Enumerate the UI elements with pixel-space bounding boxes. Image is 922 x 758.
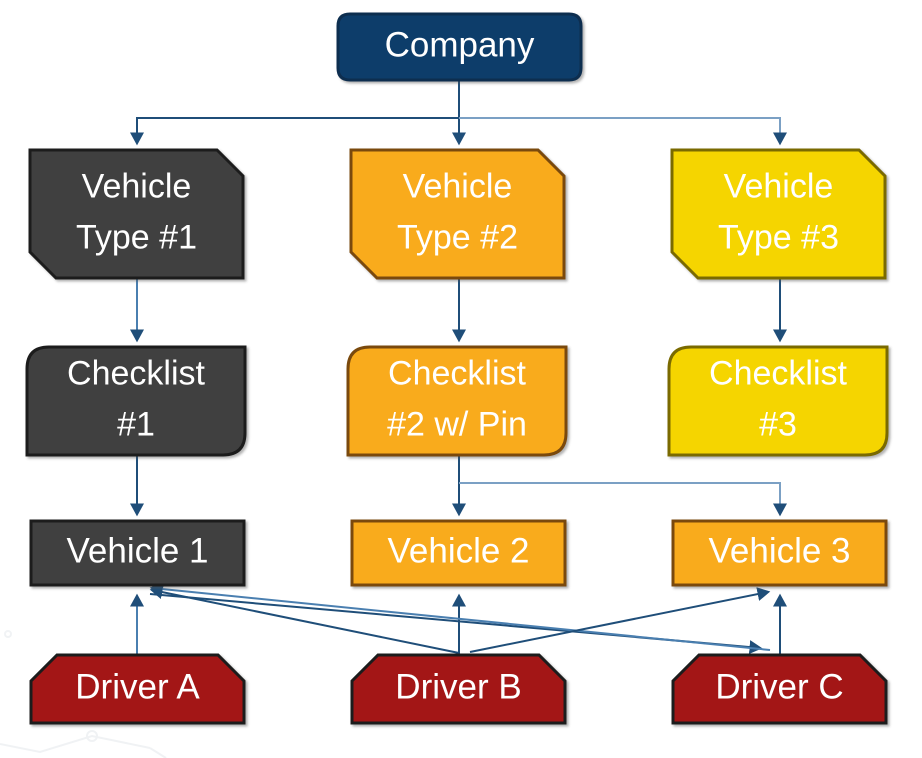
node-shape-vehicle-2[interactable] [350, 519, 567, 587]
node-checklist-3[interactable]: Checklist #3 [667, 345, 889, 457]
node-label-driver-b: Driver B [395, 667, 521, 706]
node-label-checklist-3: #3 [759, 405, 797, 443]
node-shape-driver-a[interactable] [29, 653, 246, 725]
node-label-vehicle-type-1: Type #1 [76, 218, 197, 256]
node-label-checklist-2: Checklist [388, 354, 526, 392]
node-label-checklist-3: Checklist [709, 354, 847, 392]
node-shape-vehicle-type-2[interactable] [349, 148, 566, 280]
node-company[interactable]: Company [336, 12, 583, 82]
connector-company-to-type1 [130, 80, 460, 146]
node-shape-driver-b[interactable] [350, 653, 567, 725]
node-vehicle-1[interactable]: Vehicle 1 [29, 519, 246, 587]
node-vehicle-3[interactable]: Vehicle 3 [671, 519, 888, 587]
node-checklist-1[interactable]: Checklist #1 [25, 345, 247, 457]
node-shape-vehicle-type-1[interactable] [28, 148, 245, 280]
node-shape-company[interactable] [336, 12, 583, 82]
node-label-vehicle-3: Vehicle 3 [708, 531, 850, 570]
node-label-vehicle-1: Vehicle 1 [66, 531, 208, 570]
connector-company-to-type3 [459, 117, 787, 146]
node-label-driver-c: Driver C [715, 667, 843, 706]
node-label-checklist-1: #1 [117, 405, 155, 443]
connector-driverb-to-vehicle1 [149, 585, 460, 654]
node-driver-b[interactable]: Driver B [350, 653, 567, 725]
node-label-vehicle-type-3: Type #3 [718, 218, 839, 256]
node-label-vehicle-type-3: Vehicle [724, 167, 834, 205]
node-label-vehicle-type-1: Vehicle [82, 167, 192, 205]
node-shape-checklist-3[interactable] [667, 345, 889, 457]
node-shape-vehicle-type-3[interactable] [670, 148, 887, 280]
node-label-checklist-2: #2 w/ Pin [387, 405, 527, 443]
node-vehicle-2[interactable]: Vehicle 2 [350, 519, 567, 587]
connector-driverb-to-vehicle3 [469, 587, 771, 653]
node-shape-checklist-2[interactable] [346, 345, 568, 457]
connector-checklist2-to-vehicle3 [459, 482, 787, 517]
node-shape-vehicle-3[interactable] [671, 519, 888, 587]
node-checklist-2[interactable]: Checklist #2 w/ Pin [346, 345, 568, 457]
node-label-vehicle-type-2: Type #2 [397, 218, 518, 256]
node-label-driver-a: Driver A [75, 667, 200, 706]
node-label-vehicle-type-2: Vehicle [403, 167, 513, 205]
node-driver-c[interactable]: Driver C [671, 653, 888, 725]
node-driver-a[interactable]: Driver A [29, 653, 246, 725]
node-label-vehicle-2: Vehicle 2 [387, 531, 529, 570]
node-shape-driver-c[interactable] [671, 653, 888, 725]
background-artifacts [0, 630, 167, 758]
node-shape-checklist-1[interactable] [25, 345, 247, 457]
connector-driverc-to-vehicle1 [149, 582, 771, 651]
connectors-layer [130, 80, 787, 655]
node-label-company: Company [385, 25, 535, 64]
node-label-checklist-1: Checklist [67, 354, 205, 392]
node-shape-vehicle-1[interactable] [29, 519, 246, 587]
